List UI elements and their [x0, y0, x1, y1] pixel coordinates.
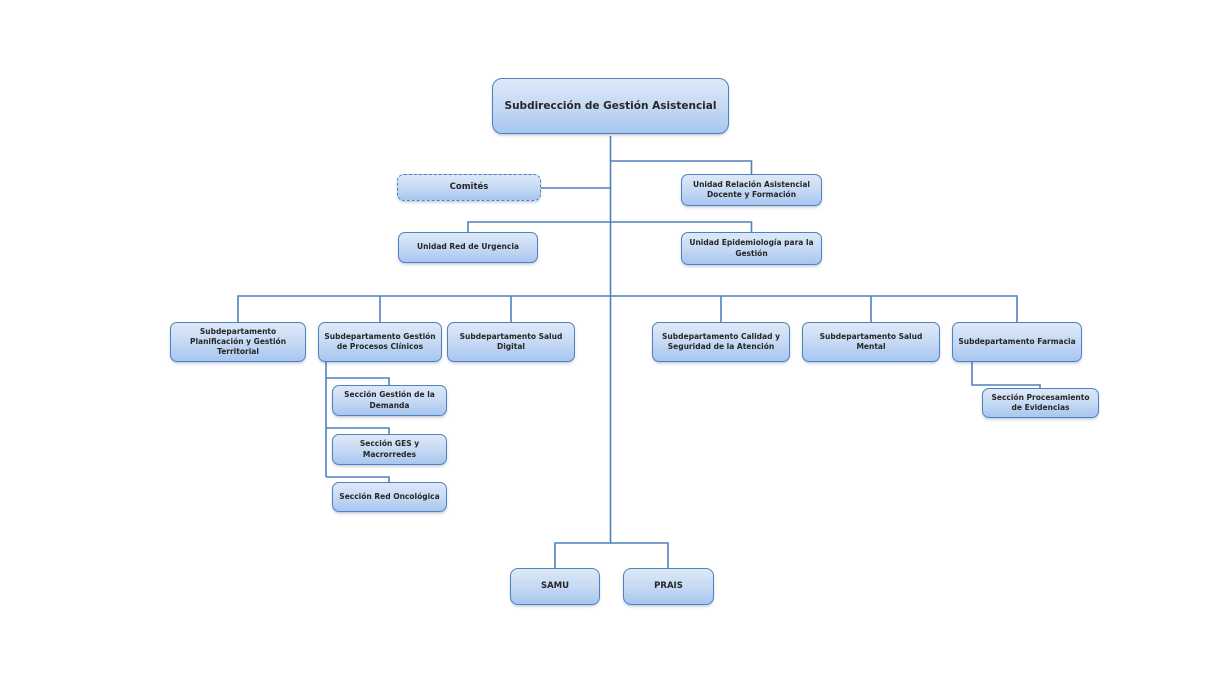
org-node-label: SAMU — [540, 580, 570, 591]
org-node-label: PRAIS — [654, 580, 683, 591]
org-node-sec-oncologica: Sección Red Oncológica — [332, 482, 447, 512]
connector-sec-demanda — [326, 377, 390, 385]
org-node-sub-planificacion: Subdepartamento Planificación y Gestión … — [170, 322, 306, 362]
connector-subdeptos-rail — [237, 295, 1018, 322]
org-node-label: Sección Procesamiento de Evidencias — [991, 392, 1090, 412]
org-node-label: Subdepartamento Farmacia — [958, 336, 1076, 346]
connector-sec-ges — [326, 427, 390, 434]
org-node-label: Sección GES y Macrorredes — [359, 439, 420, 459]
org-node-sec-ges: Sección GES y Macrorredes — [332, 434, 447, 465]
org-node-label: Subdirección de Gestión Asistencial — [504, 99, 717, 112]
org-node-sub-calidad: Subdepartamento Calidad y Seguridad de l… — [652, 322, 790, 362]
org-node-label: Subdepartamento Planificación y Gestión … — [189, 326, 287, 357]
org-node-sec-evidencias: Sección Procesamiento de Evidencias — [982, 388, 1099, 418]
connector-unidad-relacion — [610, 160, 753, 174]
connector-sec-evidencias — [971, 362, 1041, 388]
org-node-unidad-relacion: Unidad Relación Asistencial Docente y Fo… — [681, 174, 822, 206]
org-node-label: Unidad Red de Urgencia — [417, 242, 519, 252]
org-node-label: Subdepartamento Salud Digital — [459, 331, 563, 351]
org-node-label: Sección Gestión de la Demanda — [344, 390, 435, 410]
org-node-subdireccion: Subdirección de Gestión Asistencial — [492, 78, 729, 134]
org-node-unidad-epidemiologia: Unidad Epidemiología para la Gestión — [681, 232, 822, 265]
org-node-label: Unidad Epidemiología para la Gestión — [689, 238, 814, 258]
org-node-sub-salud-digital: Subdepartamento Salud Digital — [447, 322, 575, 362]
connector-samu-prais — [554, 542, 669, 568]
connector-sec-oncologica — [326, 476, 390, 482]
org-node-label: Subdepartamento Gestión de Procesos Clín… — [324, 331, 436, 351]
org-node-sub-procesos: Subdepartamento Gestión de Procesos Clín… — [318, 322, 442, 362]
org-node-prais: PRAIS — [623, 568, 714, 605]
org-node-label: Comités — [449, 181, 489, 192]
connector-unidades-row — [467, 221, 753, 232]
org-node-comites: Comités — [397, 174, 541, 201]
org-node-label: Subdepartamento Calidad y Seguridad de l… — [662, 331, 780, 351]
org-node-sub-farmacia: Subdepartamento Farmacia — [952, 322, 1082, 362]
org-node-sub-salud-mental: Subdepartamento Salud Mental — [802, 322, 940, 362]
org-node-label: Unidad Relación Asistencial Docente y Fo… — [693, 179, 810, 199]
org-node-sec-demanda: Sección Gestión de la Demanda — [332, 385, 447, 416]
org-node-unidad-urgencia: Unidad Red de Urgencia — [398, 232, 538, 263]
org-node-samu: SAMU — [510, 568, 600, 605]
org-node-label: Sección Red Oncológica — [339, 491, 440, 501]
org-node-label: Subdepartamento Salud Mental — [819, 331, 923, 351]
